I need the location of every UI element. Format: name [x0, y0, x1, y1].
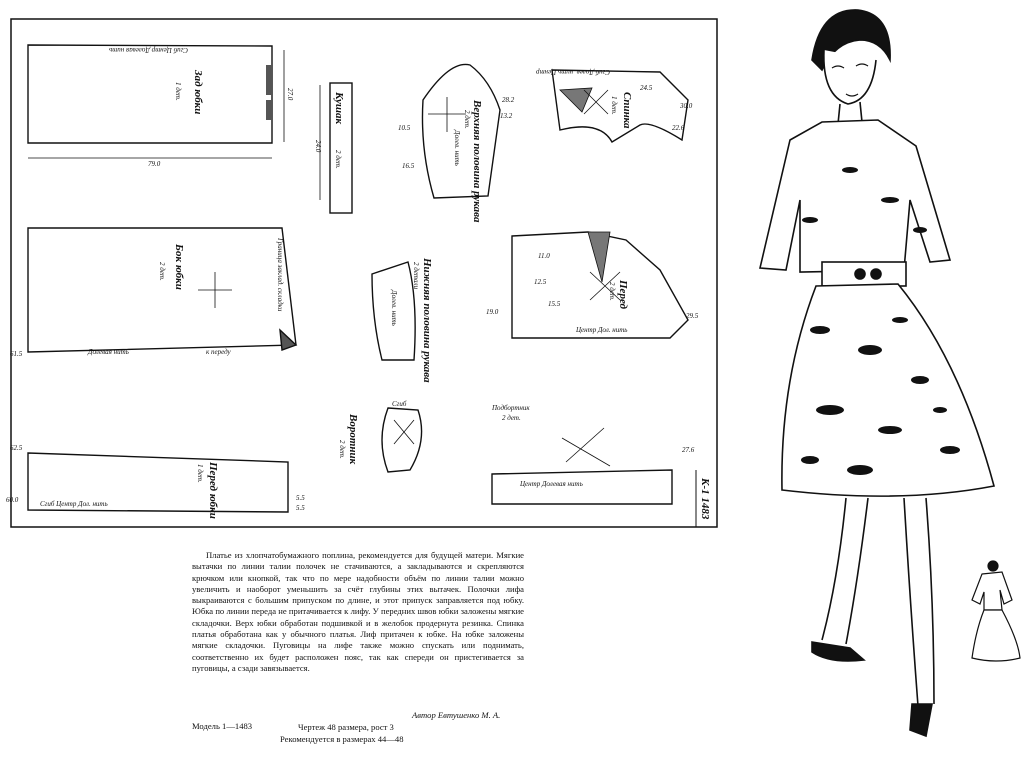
back-bodice-count: 1 дет. [610, 96, 618, 115]
dim-14: 12.5 [534, 278, 547, 286]
collar-fold: Сгиб [392, 400, 407, 408]
upper-sleeve-grain: Долев. нить [453, 129, 461, 166]
back-skirt-fold: Сгиб Центр Долевая нить [109, 46, 188, 54]
recommended-sizes: Рекомендуется в размерах 44—48 [280, 734, 404, 744]
dim-2: 62.5 [10, 444, 23, 452]
side-skirt-grain: Долевая нить [87, 348, 129, 356]
facing-title: Подбортник [491, 404, 530, 412]
back-bodice-fold: Сгиб Долев. нить Центр [536, 68, 610, 76]
side-skirt-mark: к переду [206, 348, 232, 356]
front-bodice-count: 2 дет. [608, 282, 616, 301]
lower-sleeve-count: 2 детали [412, 262, 420, 290]
dim-15: 5.5 [296, 494, 305, 502]
dim-13: 11.0 [538, 252, 550, 260]
dim-1: 60.0 [6, 496, 19, 504]
collar-count: 2 дет. [338, 440, 346, 459]
dim-7: 10.5 [398, 124, 411, 132]
sheet-frame [10, 18, 718, 528]
dim-6: 16.5 [402, 162, 415, 170]
side-code: К-1 1483 [699, 477, 711, 520]
author-line: Автор Евтушенко М. А. [412, 710, 501, 720]
piece-sash [319, 82, 353, 214]
piece-lower-sleeve [371, 261, 416, 361]
dim-18: 5.5 [296, 504, 305, 512]
lower-sleeve-title: Нижняя половина рукава [421, 257, 433, 383]
piece-back-skirt [27, 44, 285, 159]
back-skirt-width: 79.0 [148, 160, 161, 168]
piece-front-skirt [27, 452, 289, 513]
piece-front-bodice [511, 231, 689, 339]
facing-grain: Центр Долевая нить [519, 480, 583, 488]
dim-16: 29.5 [686, 312, 699, 320]
front-bodice-grain: Центр Дол. нить [575, 326, 628, 334]
lower-sleeve-grain: Долев. нить [390, 289, 398, 326]
dim-3: 61.5 [10, 350, 23, 358]
front-skirt-count: 1 дет. [196, 464, 204, 483]
back-skirt-count: 1 дет. [174, 82, 182, 101]
dim-9: 22.6 [672, 124, 685, 132]
piece-back-bodice [551, 69, 689, 143]
dim-11: 19.0 [486, 308, 499, 316]
dim-5: 13.2 [500, 112, 513, 120]
dim-8: 30.0 [679, 102, 693, 110]
front-skirt-title: Перед юбки [207, 461, 219, 519]
model-illustration [759, 9, 995, 738]
sash-side: 24.0 [314, 140, 322, 153]
side-skirt-count: 2 дет. [158, 262, 166, 281]
side-skirt-fold: Граница заклад. складки [276, 237, 284, 312]
side-skirt-title: Бок юбки [173, 243, 185, 290]
back-view-sketch [971, 560, 1021, 662]
dim-4: 28.2 [502, 96, 515, 104]
dim-12: 27.6 [682, 446, 695, 454]
upper-sleeve-count: 2 дет. [463, 110, 471, 129]
sash-count: 2 дет. [334, 150, 342, 169]
back-skirt-title: Зад юбки [192, 69, 204, 114]
piece-collar [381, 407, 423, 473]
sash-title: Кушак [333, 91, 345, 125]
description-text: Платье из хлопчатобумажного поплина, рек… [192, 550, 524, 673]
back-bodice-title: Спинка [621, 92, 633, 129]
dim-17: 15.5 [548, 300, 561, 308]
model-number: Модель 1—1483 [192, 721, 253, 731]
piece-facing [491, 427, 673, 505]
dim-10: 24.5 [640, 84, 653, 92]
piece-side-skirt [27, 227, 298, 353]
collar-title: Воротник [347, 413, 359, 465]
front-skirt-fold: Сгиб Центр Дол. нить [40, 500, 108, 508]
upper-sleeve-title: Верхняя половина рукава [471, 99, 483, 223]
back-skirt-height: 27.0 [286, 88, 294, 101]
drawing-size: Чертеж 48 размера, рост 3 [298, 722, 394, 732]
front-bodice-title: Перед [617, 279, 629, 310]
facing-count: 2 дет. [502, 414, 521, 422]
piece-upper-sleeve [421, 63, 501, 199]
